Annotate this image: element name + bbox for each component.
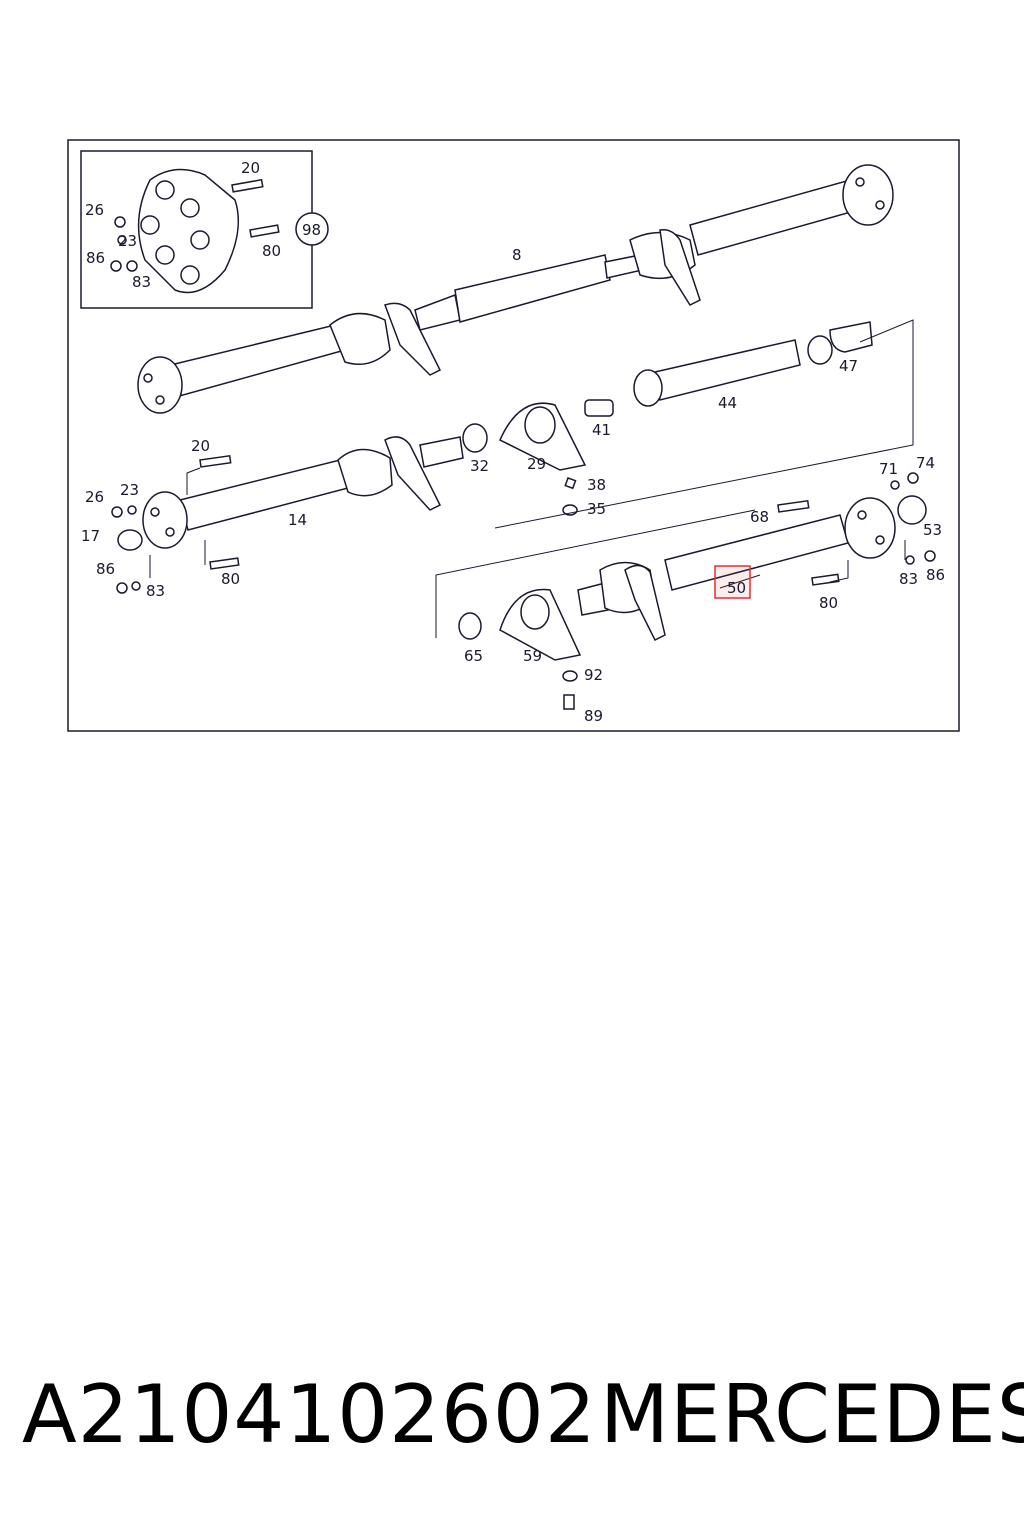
bracket-lower [435,509,756,638]
callout-23: 23 [118,232,137,250]
callout-38: 38 [587,476,606,494]
callout-74: 74 [916,454,935,472]
leader-50 [719,574,761,589]
highlight-box-50 [714,565,751,599]
callout-80: 80 [221,570,240,588]
callout-53: 53 [923,521,942,539]
callout-20: 20 [191,437,210,455]
callout-80: 80 [819,594,838,612]
callout-17: 17 [81,527,100,545]
callout-80: 80 [262,242,281,260]
callout-65: 65 [464,647,483,665]
brand-name: MERCEDES [600,1368,1024,1461]
shaft-section-44 [584,321,873,417]
callout-8: 8 [512,246,522,264]
callout-89: 89 [584,707,603,725]
callout-47: 47 [839,357,858,375]
flex-disc-inset [80,150,329,309]
diagram-frame [67,139,960,732]
callout-68: 68 [750,508,769,526]
shaft-8 [137,164,894,414]
callout-41: 41 [592,421,611,439]
shaft-50 [577,472,936,642]
callout-50: 50 [727,579,746,597]
callout-29: 29 [527,455,546,473]
center-bearing-59 [458,588,582,710]
part-number: A2104102602 [22,1368,597,1461]
callout-98: 98 [302,221,321,239]
callout-23: 23 [120,481,139,499]
shaft-14 [117,436,464,551]
leader-20b [186,467,201,495]
callout-86: 86 [96,560,115,578]
bracket-upper [494,319,914,529]
callout-71: 71 [879,460,898,478]
callout-44: 44 [718,394,737,412]
callout-83: 83 [146,582,165,600]
callout-26: 26 [85,201,104,219]
driveshaft-exploded-diagram: 20 26 23 86 83 80 98 8 47 44 41 32 29 38… [67,139,960,732]
callout-86: 86 [926,566,945,584]
footer: A2104102602 MERCEDES [0,1368,1024,1478]
callout-59: 59 [523,647,542,665]
callout-86: 86 [86,249,105,267]
callout-32: 32 [470,457,489,475]
callout-26: 26 [85,488,104,506]
callout-35: 35 [587,500,606,518]
callout-14: 14 [288,511,307,529]
callout-83: 83 [132,273,151,291]
callout-92: 92 [584,666,603,684]
leader-80c [829,560,849,583]
callout-20: 20 [241,159,260,177]
lower-left-joint-parts [111,454,240,594]
callout-83: 83 [899,570,918,588]
